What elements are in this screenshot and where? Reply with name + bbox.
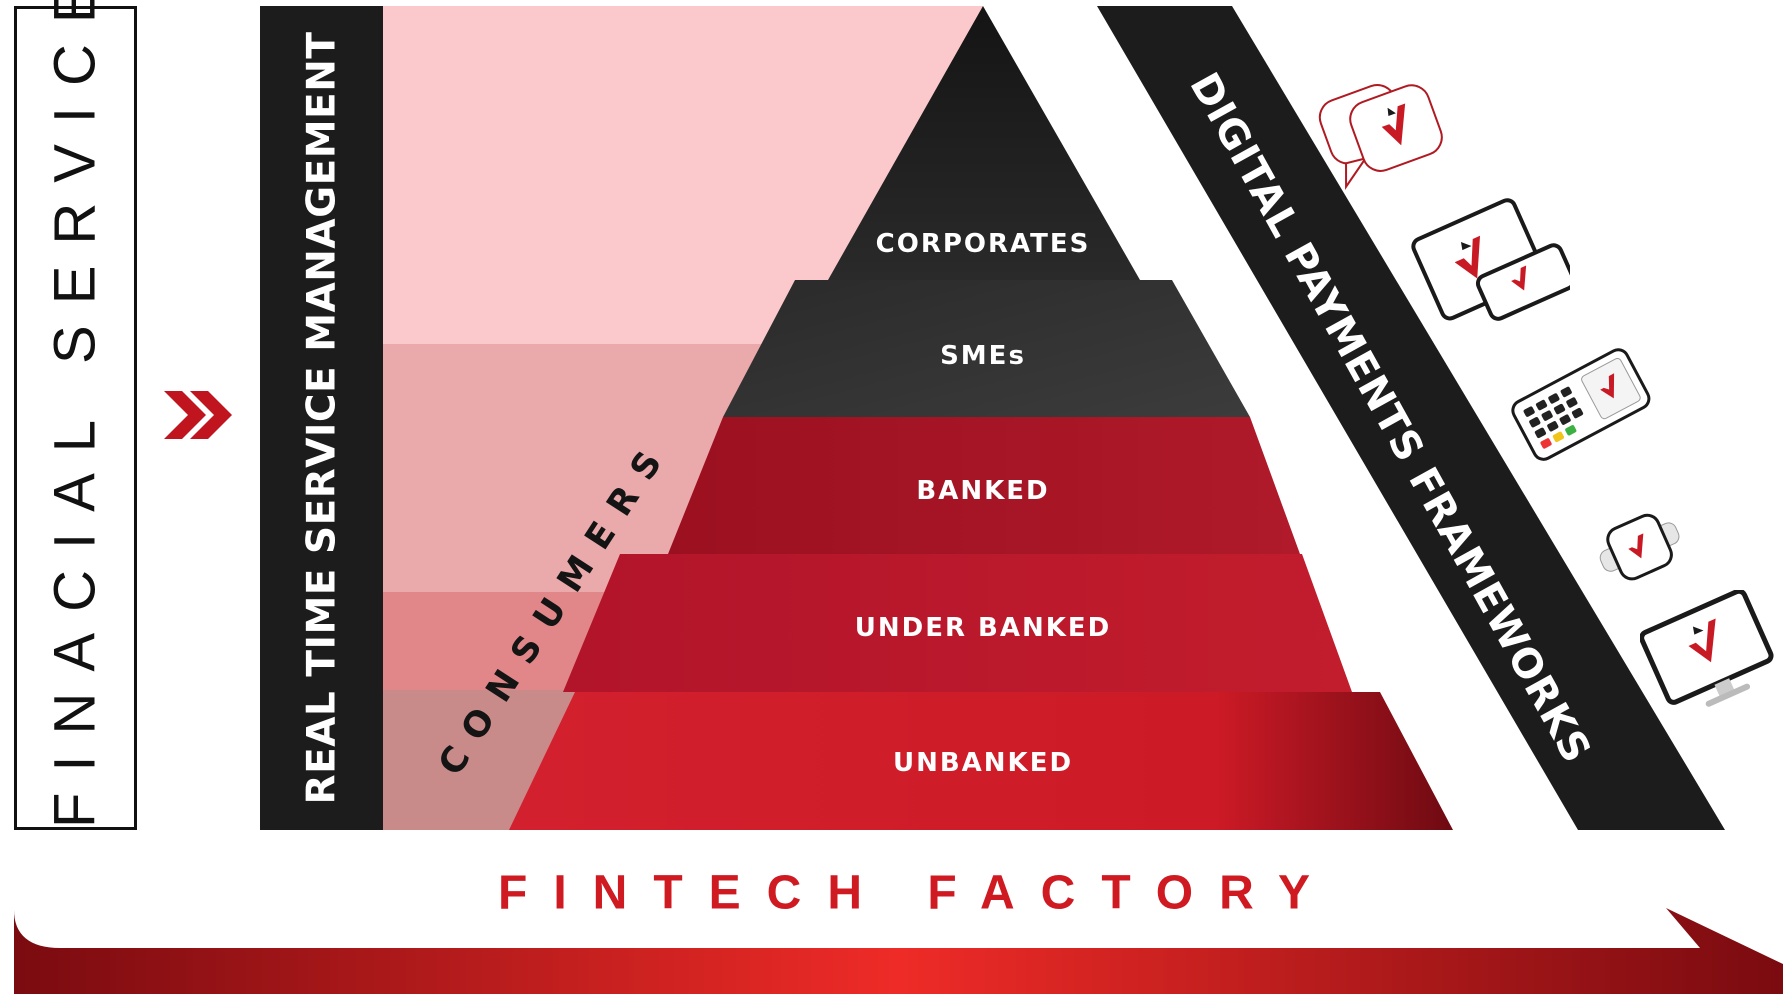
financial-services-label: FINACIAL SERVICES	[42, 0, 108, 828]
tier-corporates	[828, 6, 1140, 280]
tier-under-banked	[563, 554, 1352, 692]
tier-banked	[668, 417, 1300, 554]
tier-label-corporates: CORPORATES	[875, 229, 1091, 259]
double-chevron-icon	[164, 391, 232, 439]
service-management-label: REAL TIME SERVICE MANAGEMENT	[299, 31, 345, 805]
tier-label-unbanked: UNBANKED	[892, 748, 1074, 778]
bottom-arrow	[14, 908, 1783, 994]
tier-label-under-banked: UNDER BANKED	[854, 613, 1112, 643]
tier-unbanked	[509, 692, 1453, 830]
service-management-bar	[260, 6, 383, 830]
diagonal-band	[1097, 6, 1725, 830]
smartwatch-icon	[1599, 513, 1680, 581]
fintech-factory-title: FINTECH FACTORY	[497, 866, 1337, 920]
card-terminal-icon	[1511, 348, 1651, 461]
tier-label-smes: SMEs	[940, 341, 1026, 371]
tier-label-banked: BANKED	[916, 476, 1050, 506]
chat-bubble-icon	[1318, 84, 1443, 190]
financial-services-box	[14, 6, 137, 830]
tier-smes	[723, 280, 1250, 417]
tablet-phone-icon	[1411, 198, 1570, 321]
desktop-monitor-icon	[1640, 590, 1774, 707]
